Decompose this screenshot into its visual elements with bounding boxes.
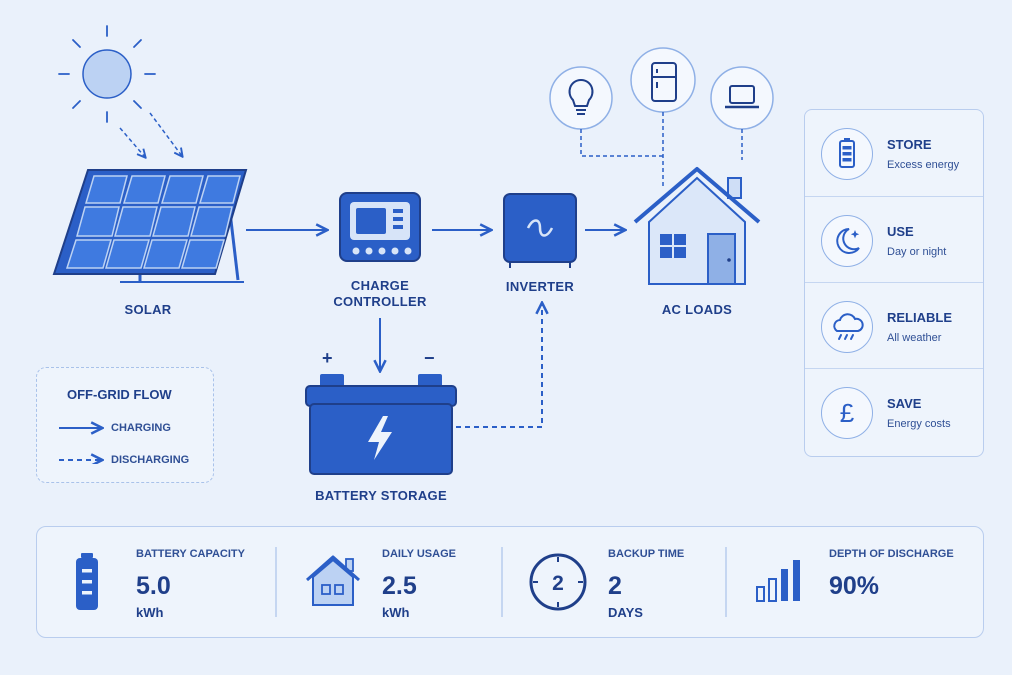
solar-label: SOLAR: [124, 302, 172, 317]
legend-title: OFF-GRID FLOW: [67, 387, 172, 402]
benefit-subtitle: All weather: [887, 332, 942, 344]
benefit-subtitle: Day or night: [887, 246, 947, 258]
charge-controller-label-line2: CONTROLLER: [333, 294, 427, 309]
cloud-rain-icon: [821, 301, 873, 353]
flow-legend: OFF-GRID FLOW CHARGING DISCHARGING: [36, 367, 214, 483]
benefit-save: £ SAVE Energy costs: [805, 368, 983, 455]
charging-arrows: [246, 230, 624, 370]
sunlight-arrows: [119, 112, 182, 157]
stat-title: DAILY USAGE: [382, 548, 456, 560]
benefit-title: SAVE: [887, 396, 922, 411]
svg-text:£: £: [840, 398, 855, 428]
benefit-subtitle: Excess energy: [887, 159, 960, 171]
stat-title: DEPTH OF DISCHARGE: [829, 548, 954, 560]
charge-controller-icon: [339, 192, 421, 262]
stat-daily-usage: DAILY USAGE 2.5 kWh: [277, 527, 501, 637]
moon-icon: [821, 215, 873, 267]
benefit-use: USE Day or night: [805, 196, 983, 283]
benefit-title: STORE: [887, 137, 932, 152]
battery-icon: [821, 128, 873, 180]
stat-depth-of-discharge: DEPTH OF DISCHARGE 90%: [727, 527, 981, 637]
benefits-panel: STORE Excess energy USE Day or night REL…: [804, 109, 984, 457]
stat-value: 2: [608, 572, 622, 600]
stat-value: 5.0: [136, 572, 171, 600]
stat-battery-capacity: BATTERY CAPACITY 5.0 kWh: [37, 527, 275, 637]
stat-unit: kWh: [382, 605, 410, 620]
laptop-icon: [710, 66, 774, 130]
battery-positive-sign: +: [322, 348, 333, 368]
clock-icon: 2: [529, 553, 587, 611]
appliance-connectors: [580, 112, 743, 186]
pound-icon: £: [821, 387, 873, 439]
benefit-subtitle: Energy costs: [887, 418, 951, 430]
signal-bars-icon: [756, 560, 800, 602]
benefit-title: USE: [887, 224, 914, 239]
inverter-label: INVERTER: [505, 279, 575, 294]
stats-bar: BATTERY CAPACITY 5.0 kWh DAILY USAGE 2.5…: [36, 526, 984, 638]
stat-value: 90%: [829, 572, 880, 600]
benefit-reliable: RELIABLE All weather: [805, 282, 983, 369]
stat-backup-time: 2 BACKUP TIME 2 DAYS: [503, 527, 725, 637]
fridge-icon: [630, 47, 696, 113]
solar-panel-icon: [52, 169, 248, 283]
stat-title: BACKUP TIME: [608, 548, 685, 560]
battery-negative-sign: −: [424, 348, 435, 368]
inverter-icon: [503, 193, 577, 268]
charge-controller-label-line1: CHARGE: [350, 278, 410, 293]
discharging-arrow: [456, 304, 542, 428]
benefit-title: RELIABLE: [887, 310, 952, 325]
clock-icon-number: 2: [552, 572, 564, 595]
house-icon: [633, 167, 761, 285]
stat-divider: [275, 547, 277, 617]
stat-value: 2.5: [382, 572, 417, 600]
stat-divider: [725, 547, 727, 617]
lightbulb-icon: [549, 66, 613, 130]
legend-line-samples: [59, 420, 105, 464]
battery-storage-label: BATTERY STORAGE: [315, 488, 447, 503]
stat-unit: kWh: [136, 605, 164, 620]
benefit-store: STORE Excess energy: [805, 110, 983, 196]
battery-storage-icon: [305, 374, 457, 475]
sun-icon: [58, 25, 156, 123]
stat-unit: DAYS: [608, 605, 643, 620]
legend-charging-label: CHARGING: [111, 422, 171, 434]
legend-discharging-label: DISCHARGING: [111, 454, 190, 466]
stat-title: BATTERY CAPACITY: [136, 548, 245, 560]
stat-divider: [501, 547, 503, 617]
ac-loads-label: AC LOADS: [661, 302, 733, 317]
battery-icon: [76, 553, 98, 610]
house-icon: [306, 555, 360, 606]
